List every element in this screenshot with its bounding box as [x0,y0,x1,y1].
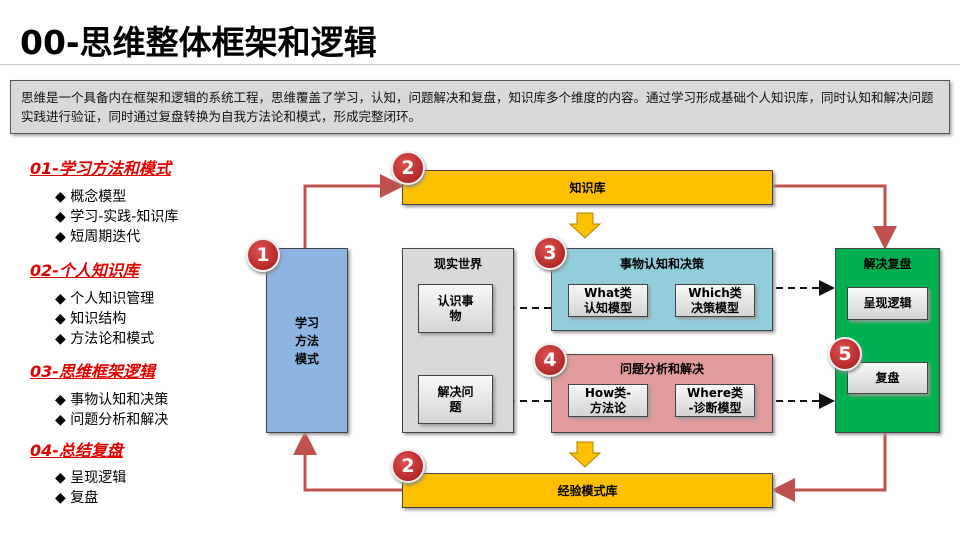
experience-base-bar: 经验模式库 [402,473,773,508]
how-model-box: How类- 方法论 [568,384,648,417]
title-underline [0,64,960,65]
section-title: 04-总结复盘 [30,441,123,460]
page-title: 00-思维整体框架和逻辑 [20,23,377,62]
knowledge-base-bar: 知识库 [402,170,773,205]
present-logic-box: 呈现逻辑 [847,287,928,320]
solve-problems-box: 解决问 题 [418,375,493,424]
list-item: ◆ 短周期迭代 [55,229,141,245]
list-item: ◆ 问题分析和解决 [55,412,169,428]
list-item: ◆ 呈现逻辑 [55,470,127,486]
description-box: 思维是一个具备内在框架和逻辑的系统工程，思维覆盖了学习，认知，问题解决和复盘，知… [10,80,950,134]
step-badge-5: 5 [828,337,862,371]
list-item: ◆ 知识结构 [55,311,127,327]
which-model-box: Which类 决策模型 [675,284,755,317]
problem-label: 问题分析和解决 [619,362,704,376]
recap-box: 复盘 [847,362,928,394]
real-world-label: 现实世界 [433,257,482,271]
where-model-box: Where类 -诊断模型 [675,384,755,417]
what-model-box: What类 认知模型 [568,284,648,317]
review-label: 解决复盘 [863,257,912,271]
step-badge-1: 1 [246,238,280,272]
learning-box: 学习 方法 模式 [266,248,348,433]
list-item: ◆ 学习-实践-知识库 [55,209,179,225]
list-item: ◆ 个人知识管理 [55,291,155,307]
list-item: ◆ 复盘 [55,490,99,506]
know-things-box: 认识事 物 [418,284,493,333]
step-badge-2: 2 [391,151,425,185]
list-item: ◆ 事物认知和决策 [55,392,169,408]
list-item: ◆ 方法论和模式 [55,331,155,347]
section-title: 03-思维框架逻辑 [30,362,155,381]
section-title: 02-个人知识库 [30,261,139,280]
step-badge-2-bottom: 2 [391,449,425,483]
list-item: ◆ 概念模型 [55,189,127,205]
cognition-label: 事物认知和决策 [619,257,704,271]
step-badge-3: 3 [533,236,567,270]
section-title: 01-学习方法和模式 [30,159,171,178]
step-badge-4: 4 [533,343,567,377]
